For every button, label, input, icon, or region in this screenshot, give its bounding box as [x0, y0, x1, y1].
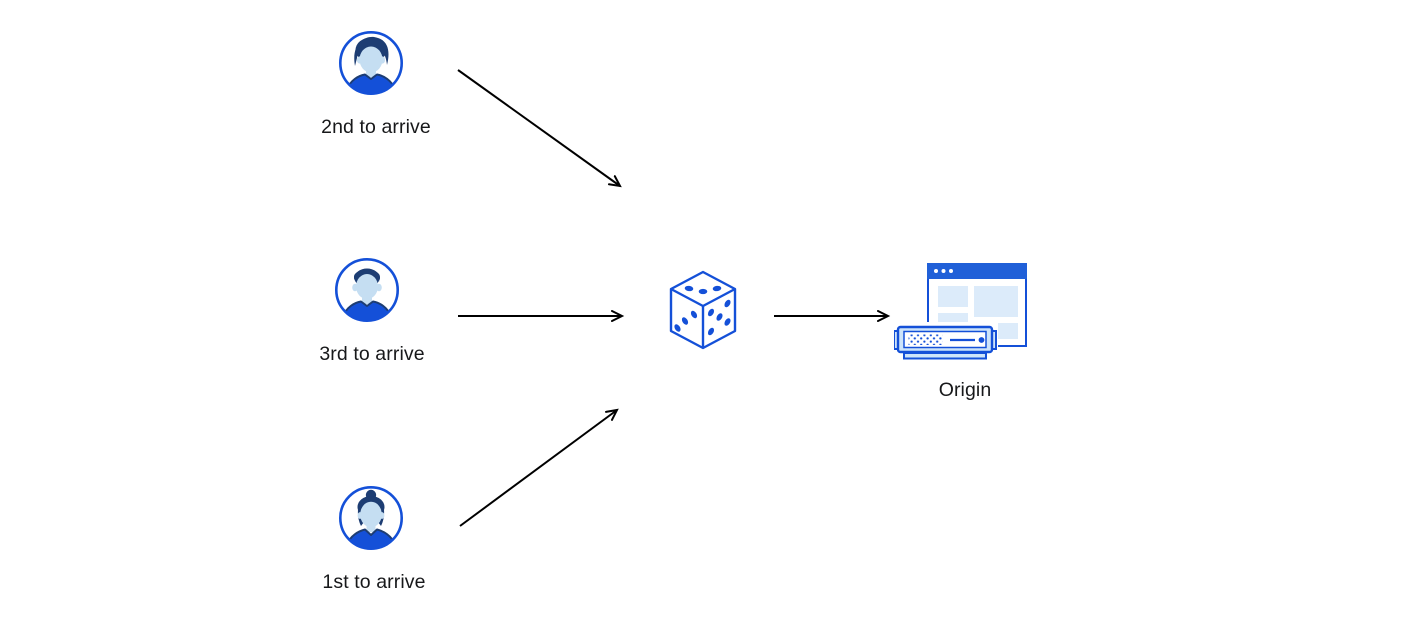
avatar-man-swept-hair-icon: [338, 30, 404, 96]
origin-server-icon: [894, 263, 1027, 360]
visitor-label-2nd: 2nd to arrive: [321, 116, 431, 138]
avatar-woman-bun-icon: [338, 485, 404, 551]
server-icon: [894, 322, 998, 360]
origin-node: Origin: [894, 260, 1030, 400]
random-selector-node: [668, 270, 738, 352]
avatar-man-short-hair-icon: [334, 257, 400, 323]
origin-label: Origin: [938, 379, 992, 401]
visitor-label-3rd: 3rd to arrive: [319, 343, 425, 365]
visitor-label-1st: 1st to arrive: [322, 571, 426, 593]
arrow-visitor-2nd-to-selector: [457, 69, 622, 188]
visitor-node-1st: 1st to arrive: [322, 485, 425, 592]
arrow-visitor-1st-to-selector: [459, 408, 619, 527]
visitor-node-2nd: 2nd to arrive: [321, 30, 431, 137]
visitor-node-3rd: 3rd to arrive: [319, 257, 425, 364]
dice-icon: [669, 270, 737, 350]
